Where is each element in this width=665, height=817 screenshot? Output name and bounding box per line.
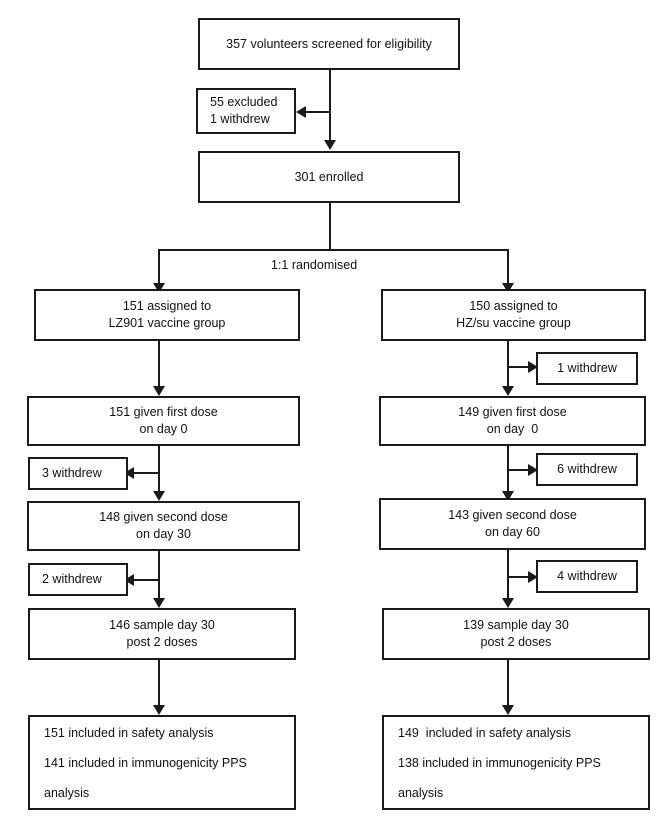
connector-left-assigned-to-first-dose	[158, 341, 160, 389]
node-right-withdrew-2-text: 4 withdrew	[557, 569, 617, 583]
node-right-analysis-line2: 138 included in immunogenicity PPS	[398, 755, 601, 770]
node-right-assigned-line1: 150 assigned to	[469, 299, 558, 313]
node-right-second-dose-line2: on day 60	[485, 525, 540, 539]
connector-randomise-right-drop	[507, 249, 509, 285]
node-left-assigned-line1: 151 assigned to	[122, 299, 212, 313]
node-right-withdrew-2: 4 withdrew	[536, 560, 638, 593]
node-left-analysis: 151 included in safety analysis 141 incl…	[28, 715, 296, 810]
node-left-sample: 146 sample day 30 post 2 doses	[28, 608, 296, 660]
node-right-withdrew-0-text: 1 withdrew	[557, 361, 617, 375]
arrowhead-excluded	[296, 106, 306, 118]
arrowhead-left-analysis	[153, 705, 165, 715]
arrowhead-right-withdrew-1	[528, 464, 538, 476]
connector-right-second-to-sample	[507, 550, 509, 601]
node-left-analysis-line3: analysis	[44, 785, 90, 800]
connector-left-second-to-sample	[158, 551, 160, 601]
node-left-second-dose-line2: on day 30	[136, 527, 191, 541]
node-right-withdrew-0: 1 withdrew	[536, 352, 638, 385]
node-right-sample-line2: post 2 doses	[480, 635, 552, 649]
arrowhead-right-withdrew-2	[528, 571, 538, 583]
node-right-sample-line1: 139 sample day 30	[463, 618, 569, 632]
node-left-withdrew-1-text: 3 withdrew	[42, 466, 102, 480]
arrowhead-right-analysis	[502, 705, 514, 715]
node-left-first-dose-line1: 151 given first dose	[109, 405, 218, 419]
connector-screened-to-enrolled	[329, 70, 331, 142]
arrowhead-left-sample	[153, 598, 165, 608]
connector-left-withdrew-1	[128, 472, 160, 474]
connector-left-first-to-second	[158, 446, 160, 494]
node-right-analysis-line3: analysis	[398, 785, 444, 800]
connector-right-sample-to-analysis	[507, 660, 509, 708]
connector-randomise-bar	[158, 249, 509, 251]
arrowhead-right-sample	[502, 598, 514, 608]
node-right-second-dose-line1: 143 given second dose	[448, 508, 577, 522]
randomisation-label: 1:1 randomised	[271, 258, 358, 272]
node-right-analysis-line1: 149 included in safety analysis	[398, 725, 572, 740]
node-right-second-dose: 143 given second dose on day 60	[379, 498, 646, 550]
node-right-sample: 139 sample day 30 post 2 doses	[382, 608, 650, 660]
arrowhead-left-withdrew-2	[124, 574, 134, 586]
connector-right-withdrew-2	[509, 576, 535, 578]
connector-right-assigned-to-first-dose	[507, 341, 509, 389]
connector-right-withdrew-0	[509, 366, 535, 368]
node-left-second-dose: 148 given second dose on day 30	[27, 501, 300, 551]
arrowhead-right-assigned	[502, 283, 514, 293]
node-right-first-dose-line1: 149 given first dose	[458, 405, 567, 419]
node-left-sample-line1: 146 sample day 30	[109, 618, 215, 632]
node-left-withdrew-2-text: 2 withdrew	[42, 572, 102, 586]
node-left-analysis-line2: 141 included in immunogenicity PPS	[44, 755, 247, 770]
node-left-withdrew-2: 2 withdrew	[28, 563, 128, 596]
node-screened: 357 volunteers screened for eligibility	[198, 18, 460, 70]
node-left-sample-line2: post 2 doses	[126, 635, 198, 649]
node-right-assigned: 150 assigned to HZ/su vaccine group	[381, 289, 646, 341]
node-excluded-line2: 1 withdrew	[210, 112, 270, 126]
arrowhead-enrolled	[324, 140, 336, 150]
node-left-analysis-line1: 151 included in safety analysis	[44, 725, 214, 740]
node-right-withdrew-1: 6 withdrew	[536, 453, 638, 486]
node-left-withdrew-1: 3 withdrew	[28, 457, 128, 490]
arrowhead-right-first-dose	[502, 386, 514, 396]
node-excluded: 55 excluded 1 withdrew	[196, 88, 296, 134]
node-left-first-dose: 151 given first dose on day 0	[27, 396, 300, 446]
node-left-assigned-line2: LZ901 vaccine group	[108, 316, 226, 330]
node-right-first-dose-line2: on day 0	[486, 422, 539, 436]
connector-right-withdrew-1	[509, 469, 535, 471]
node-enrolled: 301 enrolled	[198, 151, 460, 203]
arrowhead-right-withdrew-0	[528, 361, 538, 373]
node-screened-text: 357 volunteers screened for eligibility	[226, 36, 432, 51]
connector-left-withdrew-2	[128, 579, 160, 581]
arrowhead-left-second-dose	[153, 491, 165, 501]
connector-to-excluded	[300, 111, 330, 113]
arrowhead-left-withdrew-1	[124, 467, 134, 479]
node-right-withdrew-1-text: 6 withdrew	[557, 462, 617, 476]
arrowhead-right-second-dose	[502, 491, 514, 501]
node-excluded-line1: 55 excluded	[210, 95, 278, 109]
connector-left-sample-to-analysis	[158, 660, 160, 708]
arrowhead-left-assigned	[153, 283, 165, 293]
node-left-second-dose-line1: 148 given second dose	[99, 510, 228, 524]
node-left-assigned: 151 assigned to LZ901 vaccine group	[34, 289, 300, 341]
connector-randomise-left-drop	[158, 249, 160, 285]
node-right-assigned-line2: HZ/su vaccine group	[456, 316, 571, 330]
node-right-analysis: 149 included in safety analysis 138 incl…	[382, 715, 650, 810]
connector-right-first-to-second	[507, 446, 509, 494]
node-enrolled-text: 301 enrolled	[294, 169, 364, 184]
arrowhead-left-first-dose	[153, 386, 165, 396]
node-right-first-dose: 149 given first dose on day 0	[379, 396, 646, 446]
connector-enrolled-down	[329, 203, 331, 251]
node-left-first-dose-line2: on day 0	[139, 422, 188, 436]
